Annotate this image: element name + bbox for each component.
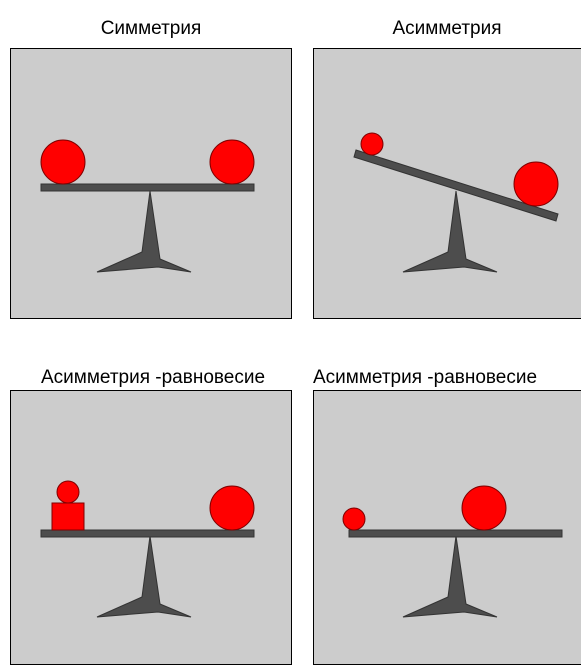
panel-asymmetry	[313, 48, 581, 319]
panel-caption-symmetry: Симметрия	[100, 18, 202, 39]
seesaw-asymmetry-balance-1	[40, 480, 255, 618]
seesaw-asymmetry-balance-2	[342, 485, 563, 618]
panel-caption-asymmetry-balance-2: Асимметрия -равновесие	[313, 367, 538, 388]
weight-block	[51, 502, 85, 531]
seesaw-asymmetry	[353, 132, 559, 273]
panel-asymmetry-balance-1	[10, 390, 292, 665]
weight-ball-small	[342, 507, 366, 531]
stand	[402, 535, 498, 618]
stand	[402, 190, 498, 273]
weight-ball-large	[513, 161, 559, 207]
weight-ball-right	[209, 485, 255, 531]
panel-caption-asymmetry: Асимметрия	[392, 18, 502, 39]
panel-symmetry	[10, 48, 292, 319]
weight-ball-large	[461, 485, 507, 531]
seesaw-symmetry	[40, 139, 255, 273]
stand	[96, 535, 192, 618]
beam	[348, 529, 563, 538]
weight-ball-small	[360, 132, 384, 156]
weight-ball-left	[40, 139, 86, 185]
beam	[40, 529, 255, 538]
panel-caption-asymmetry-balance-1: Асимметрия -равновесие	[40, 367, 266, 388]
weight-ball-right	[209, 139, 255, 185]
beam	[353, 149, 559, 222]
weight-ball-on-block	[56, 480, 80, 504]
beam	[40, 183, 255, 192]
stand	[96, 190, 192, 273]
panel-asymmetry-balance-2	[313, 390, 581, 665]
